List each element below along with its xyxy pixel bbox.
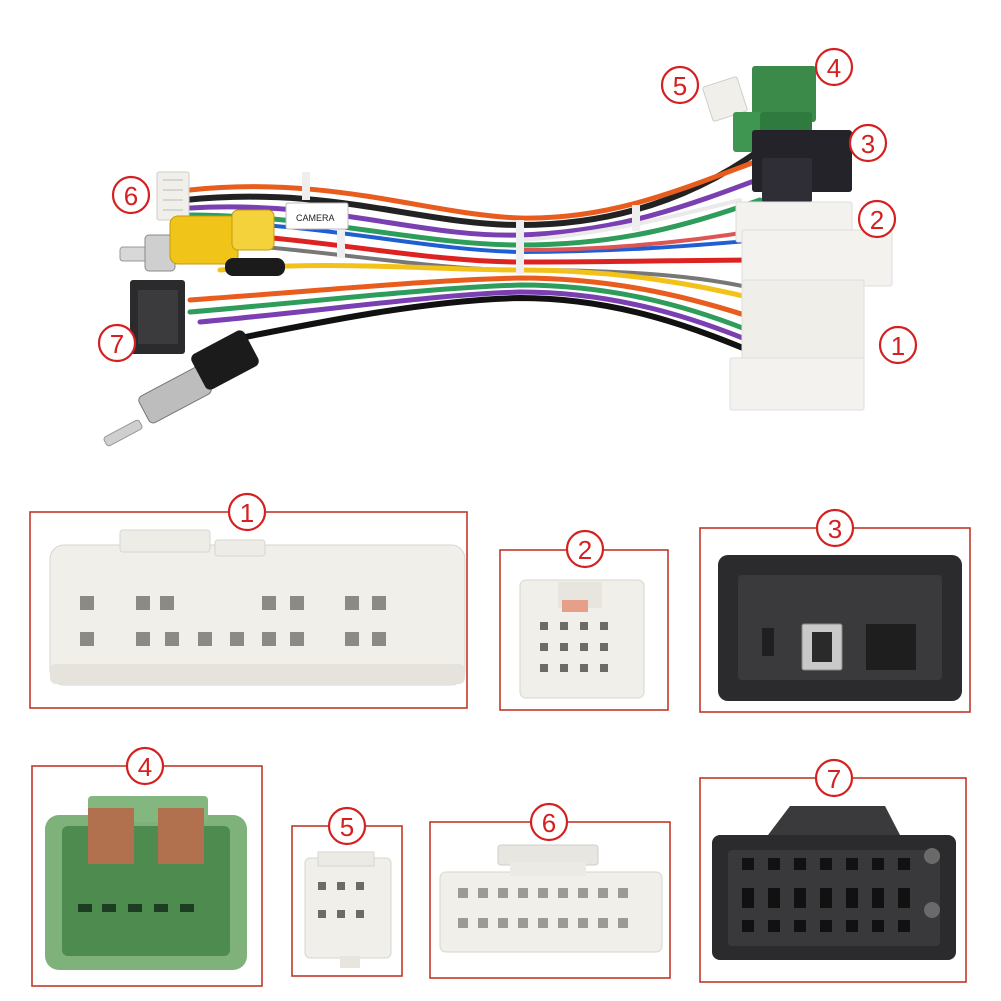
panel-label-4: 4 [125, 746, 165, 786]
svg-text:6: 6 [124, 181, 138, 211]
panel-label-3: 3 [815, 508, 855, 548]
svg-text:7: 7 [827, 764, 841, 794]
connector-4-closeup [45, 796, 247, 970]
harness-label-7: 7 [97, 323, 137, 363]
harness-connector-6 [156, 171, 190, 221]
panel-connector-2: 2 [499, 529, 669, 711]
panel-label-7: 7 [814, 758, 854, 798]
svg-text:5: 5 [340, 812, 354, 842]
svg-text:3: 3 [828, 514, 842, 544]
connector-1-closeup [49, 529, 466, 686]
wire-bundle [182, 147, 773, 358]
inline-filter [225, 258, 285, 276]
svg-text:2: 2 [578, 535, 592, 565]
connector-3-closeup [718, 555, 962, 701]
harness-connector-7 [130, 280, 185, 354]
harness-label-6: 6 [111, 175, 151, 215]
panel-connector-5: 5 [291, 806, 403, 977]
harness-connector-5 [702, 76, 748, 122]
antenna-plug [103, 330, 259, 447]
rca-camera-plug: CAMERA [119, 202, 349, 272]
connector-7-closeup [712, 806, 956, 960]
panel-label-2: 2 [565, 529, 605, 569]
panel-label-1: 1 [227, 492, 267, 532]
panel-label-6: 6 [529, 802, 569, 842]
harness-label-4: 4 [814, 47, 854, 87]
panel-connector-4: 4 [31, 746, 263, 987]
svg-text:4: 4 [827, 53, 841, 83]
svg-text:1: 1 [891, 331, 905, 361]
svg-text:5: 5 [673, 71, 687, 101]
connector-2-closeup [519, 579, 645, 699]
harness-connector-3 [752, 130, 852, 202]
panel-connector-6: 6 [429, 802, 671, 979]
panel-connector-7: 7 [699, 758, 967, 983]
harness-label-2: 2 [857, 199, 897, 239]
panel-connector-1: 1 [29, 492, 468, 709]
harness-label-3: 3 [848, 123, 888, 163]
panel-label-5: 5 [327, 806, 367, 846]
harness-connector-1 [729, 229, 893, 411]
harness-label-5: 5 [660, 65, 700, 105]
connector-6-closeup [439, 844, 663, 953]
svg-text:1: 1 [240, 498, 254, 528]
harness-photo: CAMERA [97, 47, 918, 447]
svg-text:7: 7 [110, 329, 124, 359]
svg-text:2: 2 [870, 205, 884, 235]
svg-text:4: 4 [138, 752, 152, 782]
panel-connector-3: 3 [699, 508, 971, 713]
svg-text:3: 3 [861, 129, 875, 159]
camera-tag-text: CAMERA [296, 213, 335, 223]
connector-5-closeup [304, 851, 392, 968]
harness-label-1: 1 [878, 325, 918, 365]
svg-text:6: 6 [542, 808, 556, 838]
